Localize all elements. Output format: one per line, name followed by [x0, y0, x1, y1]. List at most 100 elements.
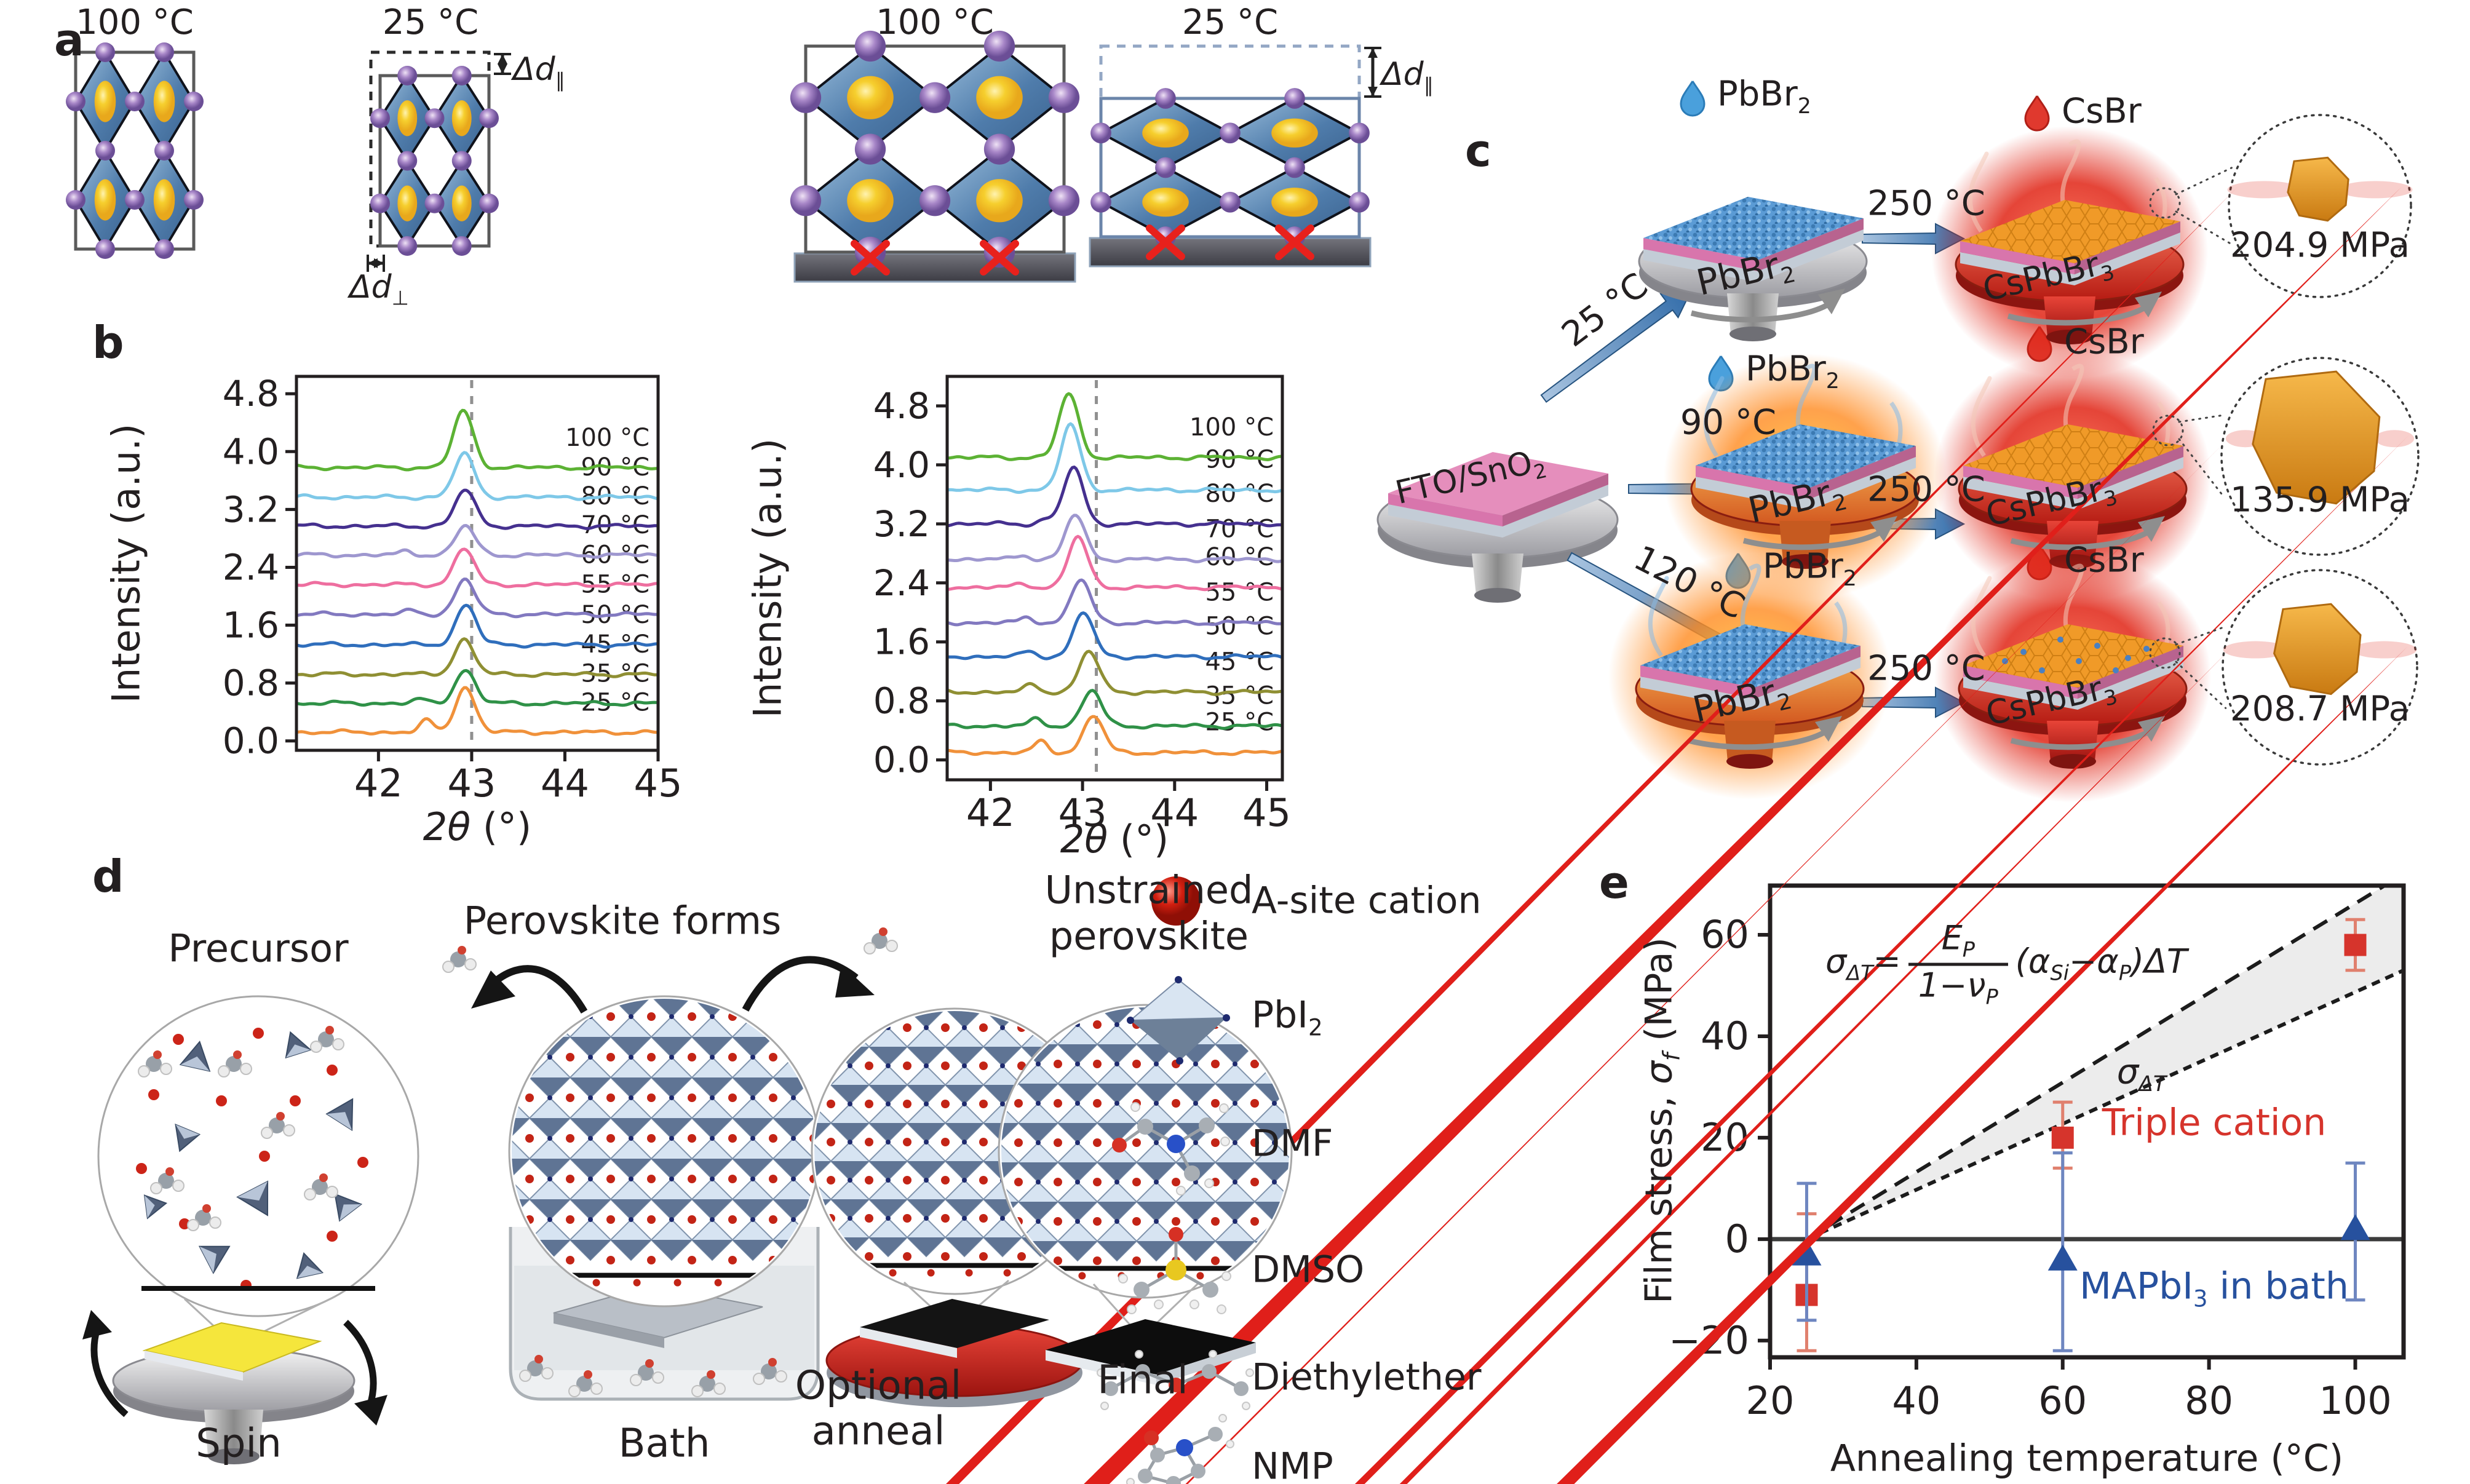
- station-title-perovskite-forms: Perovskite forms: [463, 898, 782, 943]
- xrd-curve-90C: [296, 451, 659, 501]
- svg-text:20: 20: [1746, 1378, 1795, 1423]
- xrd-curve-80C: [947, 466, 1283, 528]
- svg-text:42: 42: [966, 790, 1015, 835]
- svg-text:2.4: 2.4: [223, 546, 279, 588]
- legend-label-pbi2: PbI2: [1252, 993, 1323, 1041]
- svg-text:60: 60: [2038, 1378, 2087, 1423]
- hotplate: [825, 1279, 1084, 1407]
- data-point-square: [2051, 1126, 2074, 1149]
- xrd-curve-25C: [947, 715, 1283, 756]
- precursor-circle: [97, 995, 419, 1360]
- pbbr2-drop-label-row3: PbBr2: [1763, 546, 1857, 591]
- xrd-curve-100C: [947, 392, 1282, 461]
- droplet-icon: [2024, 95, 2050, 132]
- legend-label-dmso: DMSO: [1252, 1248, 1365, 1292]
- grain-crystal: [2273, 603, 2362, 696]
- panel-b-label: b: [92, 317, 124, 368]
- unit-cell-25c-clamped: [1089, 44, 1372, 268]
- curve-label-2: 45 °C: [1205, 648, 1274, 676]
- csbr-drop-label-row1: CsBr: [2062, 91, 2142, 132]
- xrd-curve-35C: [947, 689, 1283, 730]
- droplet-icon: [1680, 81, 1706, 117]
- stress-value-row3: 208.7 MPa: [2230, 689, 2410, 729]
- sigma-delta-t-annotation: σΔT: [2116, 1052, 2167, 1097]
- xrd-plot-right: 25 °C35 °C45 °C50 °C55 °C60 °C70 °C80 °C…: [873, 375, 1291, 835]
- svg-text:4.8: 4.8: [873, 385, 930, 427]
- curve-label-6: 70 °C: [1205, 515, 1274, 543]
- xrd-curve-55C: [296, 577, 659, 619]
- formula-lhs: σΔT=: [1825, 942, 1901, 985]
- svg-text:43: 43: [447, 761, 496, 806]
- curve-label-3: 50 °C: [1205, 613, 1274, 641]
- station-caption-spin: Spin: [196, 1421, 282, 1467]
- data-point-triangle: [2340, 1214, 2370, 1240]
- svg-text:43: 43: [1058, 790, 1107, 835]
- series-label-triple-cation: Triple cation: [2102, 1101, 2327, 1145]
- xrd-left-xlabel: 2θ (°): [423, 804, 532, 849]
- xrd-right-xlabel: 2θ (°): [1060, 817, 1169, 862]
- curve-label-9: 100 °C: [565, 424, 649, 452]
- xrd-right-ylabel: Intensity (a.u.): [745, 438, 790, 718]
- station-title-precursor: Precursor: [168, 926, 349, 971]
- station-caption-optional: Optional: [795, 1363, 962, 1409]
- anneal-temp-row3: 250 °C: [1867, 648, 1985, 689]
- xrd-curve-50C: [296, 603, 658, 649]
- data-point-triangle: [2047, 1244, 2078, 1271]
- spin-station-pbbr2-90c: [1664, 354, 1947, 600]
- unit-cell-100c-free: [66, 42, 204, 259]
- station-caption-bath: Bath: [618, 1421, 710, 1467]
- fto-sno2-substrate: [1376, 452, 1619, 603]
- csbr-drop-label-row3: CsBr: [2064, 540, 2144, 581]
- stress-value-row2: 135.9 MPa: [2230, 480, 2410, 520]
- xrd-curve-45C: [947, 649, 1283, 696]
- station-caption-final: Final: [1097, 1357, 1188, 1403]
- svg-text:44: 44: [1150, 790, 1199, 835]
- svg-text:80: 80: [2185, 1378, 2233, 1423]
- final-substrate: [1046, 1281, 1256, 1385]
- svg-text:4.0: 4.0: [873, 444, 930, 486]
- svg-text:0.8: 0.8: [223, 662, 279, 704]
- curve-label-9: 100 °C: [1189, 413, 1274, 442]
- xrd-curve-60C: [296, 547, 658, 589]
- delta-d-parallel-label-clamped: Δd∥: [1381, 56, 1434, 97]
- stress-value-row1: 204.9 MPa: [2230, 225, 2410, 266]
- station-title-unstrained-2: perovskite: [1049, 913, 1249, 959]
- legend-label-dmf: DMF: [1252, 1122, 1333, 1165]
- grain-crystal: [2252, 370, 2381, 505]
- xrd-curve-80C: [296, 488, 659, 530]
- legend-label-nmp: NMP: [1252, 1445, 1333, 1484]
- temp-label-100c-free: 100 °C: [76, 2, 194, 42]
- svg-text:45: 45: [1242, 790, 1291, 835]
- svg-text:0.0: 0.0: [223, 720, 279, 762]
- xrd-curve-70C: [296, 524, 659, 559]
- legend-label-diethylether: Diethylether: [1252, 1355, 1482, 1399]
- xrd-curve-55C: [947, 578, 1283, 627]
- svg-text:0: 0: [1725, 1216, 1749, 1261]
- csbr-drop-label-row2: CsBr: [2064, 322, 2144, 362]
- xrd-curve-35C: [296, 669, 659, 707]
- xrd-curve-25C: [296, 686, 659, 736]
- xrd-curve-70C: [947, 514, 1283, 563]
- svg-text:60: 60: [1701, 912, 1749, 957]
- xrd-curve-50C: [947, 611, 1283, 661]
- curve-label-5: 60 °C: [1205, 543, 1274, 571]
- legend-icons: [1097, 876, 1254, 1484]
- svg-text:4.0: 4.0: [223, 431, 279, 472]
- xrd-curve-45C: [296, 637, 659, 678]
- film-stress-ylabel: Film stress, σf (MPa): [1637, 937, 1685, 1304]
- xrd-curve-60C: [947, 534, 1283, 592]
- panel-e-label: e: [1599, 857, 1629, 908]
- anneal-station-cspbbr3-row3: [1934, 550, 2211, 803]
- panel-c-label: c: [1465, 125, 1491, 177]
- svg-text:40: 40: [1701, 1014, 1749, 1058]
- stress-callout-row3: [1399, 569, 2418, 1484]
- unit-cell-100c-clamped: [790, 30, 1080, 283]
- anneal-station-cspbbr3-row2: [1934, 351, 2211, 603]
- pbbr2-drop-label-row2: PbBr2: [1745, 349, 1840, 394]
- temp-label-100c-clamped: 100 °C: [876, 2, 994, 42]
- svg-text:44: 44: [541, 761, 589, 806]
